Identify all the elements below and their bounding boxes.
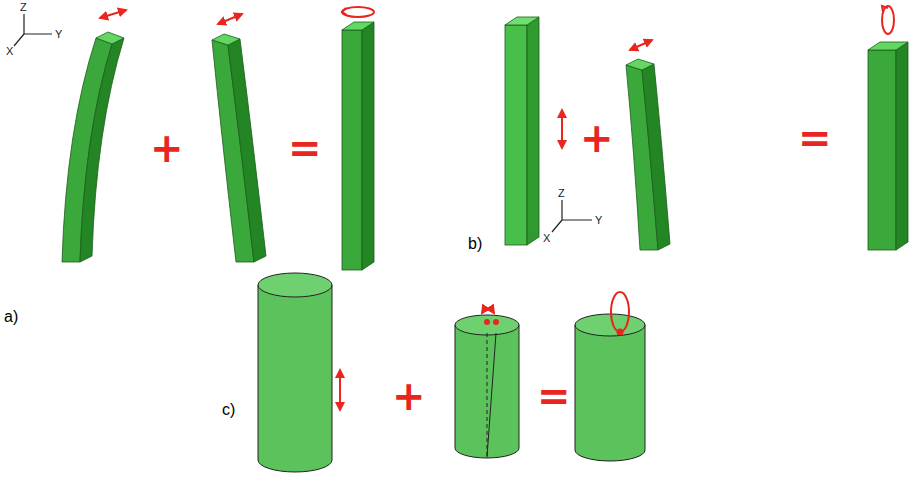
axis-label: X (543, 233, 550, 244)
panel-label: b) (468, 236, 482, 252)
axis-label: X (6, 46, 13, 57)
equals-sign: = (537, 376, 571, 416)
equals-sign: = (288, 128, 322, 168)
panel-label: c) (222, 402, 235, 418)
axis-label: Z (20, 2, 27, 13)
plus-sign: + (392, 376, 426, 416)
equals-sign: = (798, 118, 832, 158)
plus-sign: + (580, 118, 614, 158)
axis-label: Z (558, 188, 565, 199)
plus-sign: + (150, 128, 184, 168)
panel-label: a) (4, 309, 18, 325)
axis-label: Y (595, 215, 602, 226)
axis-label: Y (55, 29, 62, 40)
